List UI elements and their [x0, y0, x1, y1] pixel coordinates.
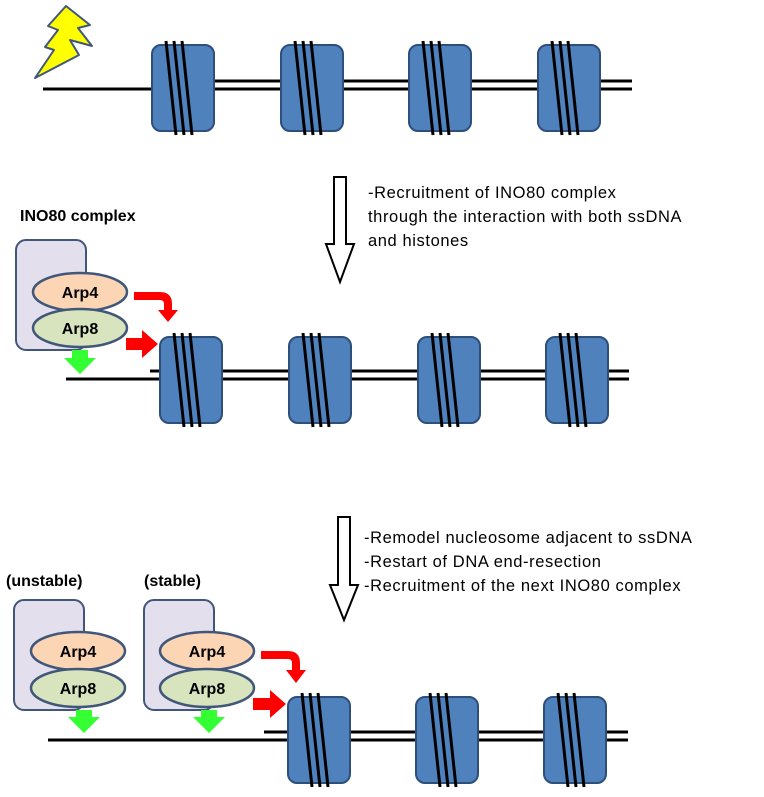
- arp4-label: Arp4: [60, 644, 97, 661]
- step-1-text: -Recruitment of INO80 complex through th…: [368, 184, 686, 250]
- nucleosome: [544, 331, 610, 429]
- step-2-line-1: -Remodel nucleosome adjacent to ssDNA: [364, 529, 692, 547]
- step-1-line-1: -Recruitment of INO80 complex: [368, 184, 617, 202]
- panel-2: INO80 complex Arp4 Arp8: [15, 208, 629, 429]
- nucleosome: [536, 39, 602, 137]
- red-curved-arrow-icon: [261, 651, 306, 683]
- nucleosome: [286, 691, 352, 789]
- step-2-line-2: -Restart of DNA end-resection: [364, 553, 602, 571]
- step-2-line-3: -Recruitment of the next INO80 complex: [364, 577, 681, 595]
- nucleosome: [279, 39, 345, 137]
- hollow-down-arrow-icon: [328, 516, 360, 623]
- step-1-line-3: and histones: [368, 232, 469, 250]
- red-curved-arrow-icon: [134, 292, 178, 322]
- arp8-label: Arp8: [62, 321, 99, 338]
- nucleosome: [542, 691, 608, 789]
- nucleosome: [416, 331, 482, 429]
- step-2-text: -Remodel nucleosome adjacent to ssDNA -R…: [364, 529, 697, 595]
- arp8-subunit: [29, 667, 127, 709]
- green-down-arrow-icon: [193, 710, 225, 733]
- lightning-bolt-icon: [34, 5, 93, 79]
- red-right-arrow-icon: [126, 330, 158, 358]
- red-right-arrow-icon: [253, 690, 286, 718]
- arp8-subunit: [31, 307, 129, 349]
- step-1-line-2: through the interaction with both ssDNA: [368, 208, 682, 226]
- nucleosome: [158, 331, 224, 429]
- panel-1: [34, 5, 632, 137]
- hollow-down-arrow-icon: [324, 176, 356, 285]
- arp4-label: Arp4: [189, 644, 226, 661]
- nucleosome: [407, 39, 473, 137]
- arp4-label: Arp4: [62, 285, 99, 302]
- green-down-arrow-icon: [64, 350, 96, 374]
- ino80-complex-title: INO80 complex: [20, 208, 136, 225]
- green-down-arrow-icon: [68, 710, 100, 733]
- unstable-label: (unstable): [6, 573, 82, 590]
- nucleosome: [150, 39, 216, 137]
- nucleosome: [287, 331, 353, 429]
- arp8-subunit: [158, 667, 256, 709]
- panel-3: (unstable) Arp4 Arp8 (stable) Arp4 Arp8: [6, 573, 628, 789]
- arp8-label: Arp8: [189, 681, 226, 698]
- stable-label: (stable): [144, 573, 201, 590]
- nucleosome: [414, 691, 480, 789]
- arp8-label: Arp8: [60, 681, 97, 698]
